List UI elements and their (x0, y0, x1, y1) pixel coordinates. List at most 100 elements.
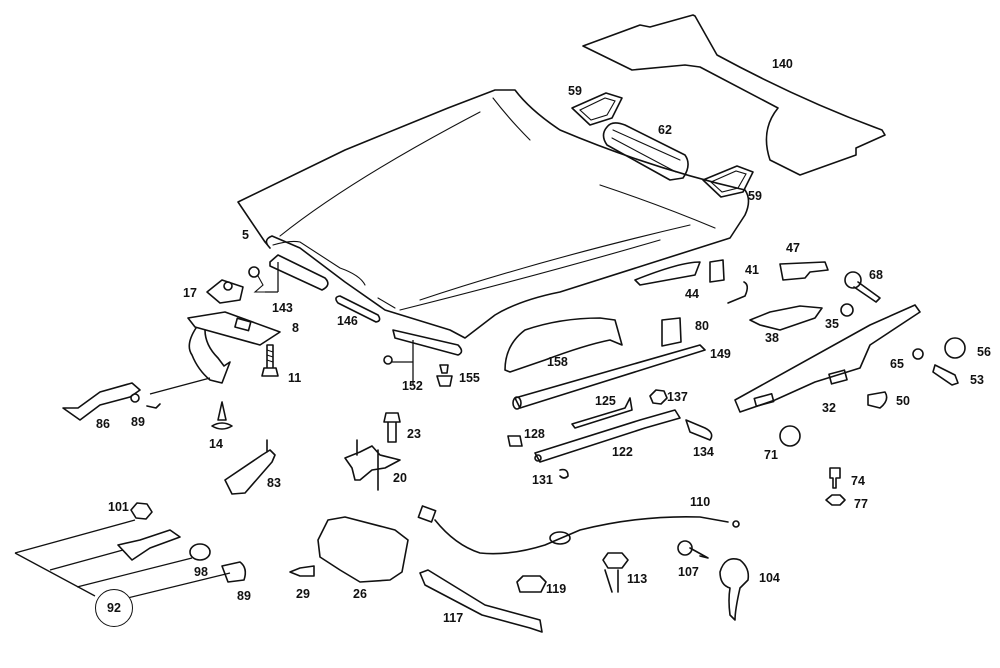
part-44-bracket[interactable] (634, 259, 725, 286)
part-35-bushing[interactable] (840, 303, 854, 317)
part-113-cable-clip[interactable] (602, 552, 629, 593)
callout-20[interactable]: 20 (393, 471, 407, 485)
part-50-sleeve[interactable] (867, 391, 888, 409)
part-137-nut[interactable] (649, 389, 668, 405)
callout-56[interactable]: 56 (977, 345, 991, 359)
part-119-plug[interactable] (516, 575, 547, 593)
part-80-retainer[interactable] (661, 317, 682, 347)
callout-89-kit[interactable]: 89 (237, 589, 251, 603)
callout-125[interactable]: 125 (595, 394, 616, 408)
part-104-release-handle[interactable] (719, 558, 750, 621)
part-143-seal[interactable] (248, 254, 329, 293)
part-32-hinge[interactable] (734, 304, 921, 413)
callout-23[interactable]: 23 (407, 427, 421, 441)
callout-113[interactable]: 113 (627, 572, 648, 586)
part-152-front-seal[interactable] (383, 329, 463, 385)
part-68-bolt[interactable] (844, 271, 881, 303)
part-110-release-cable[interactable] (417, 505, 740, 555)
part-117-cable-guide[interactable] (419, 569, 543, 633)
part-11-screw[interactable] (261, 344, 279, 377)
part-17-clip-nut[interactable] (206, 279, 244, 304)
callout-117[interactable]: 117 (443, 611, 464, 625)
part-77-nut[interactable] (825, 494, 846, 506)
part-5-hood[interactable] (237, 89, 750, 339)
part-89-pin-kit[interactable] (221, 561, 247, 583)
callout-83[interactable]: 83 (267, 476, 281, 490)
callout-89-upper[interactable]: 89 (131, 415, 145, 429)
callout-77[interactable]: 77 (854, 497, 868, 511)
part-98-roller[interactable] (189, 543, 211, 561)
callout-17[interactable]: 17 (183, 286, 197, 300)
callout-38[interactable]: 38 (765, 331, 779, 345)
callout-71[interactable]: 71 (764, 448, 778, 462)
part-38-bracket[interactable] (749, 305, 823, 331)
part-53-pin[interactable] (932, 364, 959, 386)
callout-62[interactable]: 62 (658, 123, 672, 137)
callout-26[interactable]: 26 (353, 587, 367, 601)
callout-152[interactable]: 152 (402, 379, 423, 393)
part-107-screw[interactable] (677, 540, 709, 559)
callout-5[interactable]: 5 (242, 228, 249, 242)
part-59-nozzle-cover-left[interactable] (571, 92, 623, 126)
callout-134[interactable]: 134 (693, 445, 714, 459)
callout-140[interactable]: 140 (772, 57, 793, 71)
callout-131[interactable]: 131 (532, 473, 553, 487)
callout-59-left[interactable]: 59 (568, 84, 582, 98)
callout-74[interactable]: 74 (851, 474, 865, 488)
callout-155[interactable]: 155 (459, 371, 480, 385)
callout-158[interactable]: 158 (547, 355, 568, 369)
callout-149[interactable]: 149 (710, 347, 731, 361)
callout-101[interactable]: 101 (108, 500, 129, 514)
part-86-lever-kit[interactable] (117, 529, 181, 561)
callout-122[interactable]: 122 (612, 445, 633, 459)
part-128-ball-pin[interactable] (507, 435, 523, 447)
part-26-latch-housing[interactable] (317, 516, 409, 583)
callout-86[interactable]: 86 (96, 417, 110, 431)
callout-14[interactable]: 14 (209, 437, 223, 451)
callout-107[interactable]: 107 (678, 565, 699, 579)
part-8-latch-plate[interactable] (187, 311, 281, 384)
callout-53[interactable]: 53 (970, 373, 984, 387)
callout-59-right[interactable]: 59 (748, 189, 762, 203)
part-155-buffer[interactable] (436, 364, 453, 387)
callout-119[interactable]: 119 (546, 582, 567, 596)
part-62-air-intake-grille[interactable] (602, 122, 689, 181)
part-56-collar-nut[interactable] (944, 337, 966, 359)
part-158-side-seal[interactable] (504, 317, 623, 373)
part-14-screw[interactable] (211, 401, 233, 430)
part-125-support[interactable] (571, 397, 633, 429)
callout-41[interactable]: 41 (745, 263, 759, 277)
callout-68[interactable]: 68 (869, 268, 883, 282)
part-41-spring[interactable] (727, 281, 749, 304)
part-101-nut[interactable] (130, 502, 153, 520)
callout-32[interactable]: 32 (822, 401, 836, 415)
callout-80[interactable]: 80 (695, 319, 709, 333)
callout-11[interactable]: 11 (288, 371, 302, 385)
callout-128[interactable]: 128 (524, 427, 545, 441)
callout-143[interactable]: 143 (272, 301, 293, 315)
part-89-pin-upper[interactable] (146, 403, 161, 409)
callout-35[interactable]: 35 (825, 317, 839, 331)
part-65-washer[interactable] (912, 348, 924, 360)
part-59-nozzle-cover-right[interactable] (702, 165, 754, 198)
part-83-catch-hook[interactable] (224, 439, 276, 495)
part-23-bolt[interactable] (383, 412, 401, 443)
part-74-bolt[interactable] (829, 467, 841, 489)
part-20-safety-catch[interactable] (344, 439, 401, 491)
callout-44[interactable]: 44 (685, 287, 699, 301)
callout-104[interactable]: 104 (759, 571, 780, 585)
part-149-seal-strip[interactable] (512, 344, 706, 410)
callout-98[interactable]: 98 (194, 565, 208, 579)
callout-29[interactable]: 29 (296, 587, 310, 601)
callout-65[interactable]: 65 (890, 357, 904, 371)
callout-137[interactable]: 137 (667, 390, 688, 404)
callout-110[interactable]: 110 (690, 495, 711, 509)
part-122-gas-strut[interactable] (534, 409, 681, 463)
callout-50[interactable]: 50 (896, 394, 910, 408)
part-140-insulation-mat[interactable] (582, 14, 886, 176)
part-29-push-rivet[interactable] (289, 565, 315, 577)
part-131-clip[interactable] (559, 468, 569, 479)
callout-146[interactable]: 146 (337, 314, 358, 328)
callout-47[interactable]: 47 (786, 241, 800, 255)
part-146-bumper[interactable] (335, 295, 381, 323)
